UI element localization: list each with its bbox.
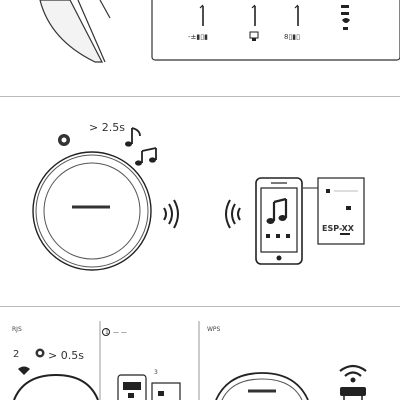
battery-icon — [249, 31, 259, 39]
hold-instruction-short: > 0.5s — [48, 349, 84, 362]
speaker-device-wps-partial — [215, 372, 309, 400]
step1-caption: — — — [113, 329, 127, 336]
speaker-device-partial — [13, 373, 99, 400]
wireless-signal-icon — [163, 199, 179, 229]
wifi-icon — [18, 366, 30, 375]
panel3-graphic — [13, 321, 367, 400]
router-icon — [339, 364, 367, 400]
panel2-graphic — [32, 127, 365, 271]
control-label-1: -±▮▯▮ — [188, 33, 208, 41]
device-stand-sketch — [39, 0, 103, 63]
speaker-device — [32, 151, 152, 271]
panel1-graphic — [39, 0, 400, 63]
device-stand-leg — [77, 0, 106, 63]
sticker-text: ESP-XX — [322, 224, 354, 233]
control-panel-box — [151, 0, 400, 61]
music-note-icon — [125, 127, 157, 166]
device-stand-back — [99, 0, 111, 19]
panel-divider-2 — [0, 306, 400, 307]
step1-number: 1 — [105, 329, 109, 336]
wireless-signal-icon-2 — [225, 199, 241, 229]
smartphone-partial — [117, 374, 147, 400]
section-title-left: RJS — [12, 326, 22, 333]
panel-divider-1 — [0, 96, 400, 97]
device-list-popup — [317, 177, 365, 245]
control-label-3: 8▯▮▯ — [284, 33, 301, 41]
smartphone — [255, 177, 303, 265]
section-title-right: WPS — [207, 326, 221, 333]
step-number: 2 — [13, 349, 20, 360]
hold-instruction: > 2.5s — [89, 121, 125, 134]
step3-number: 3 — [154, 369, 158, 376]
card-partial — [151, 382, 181, 400]
